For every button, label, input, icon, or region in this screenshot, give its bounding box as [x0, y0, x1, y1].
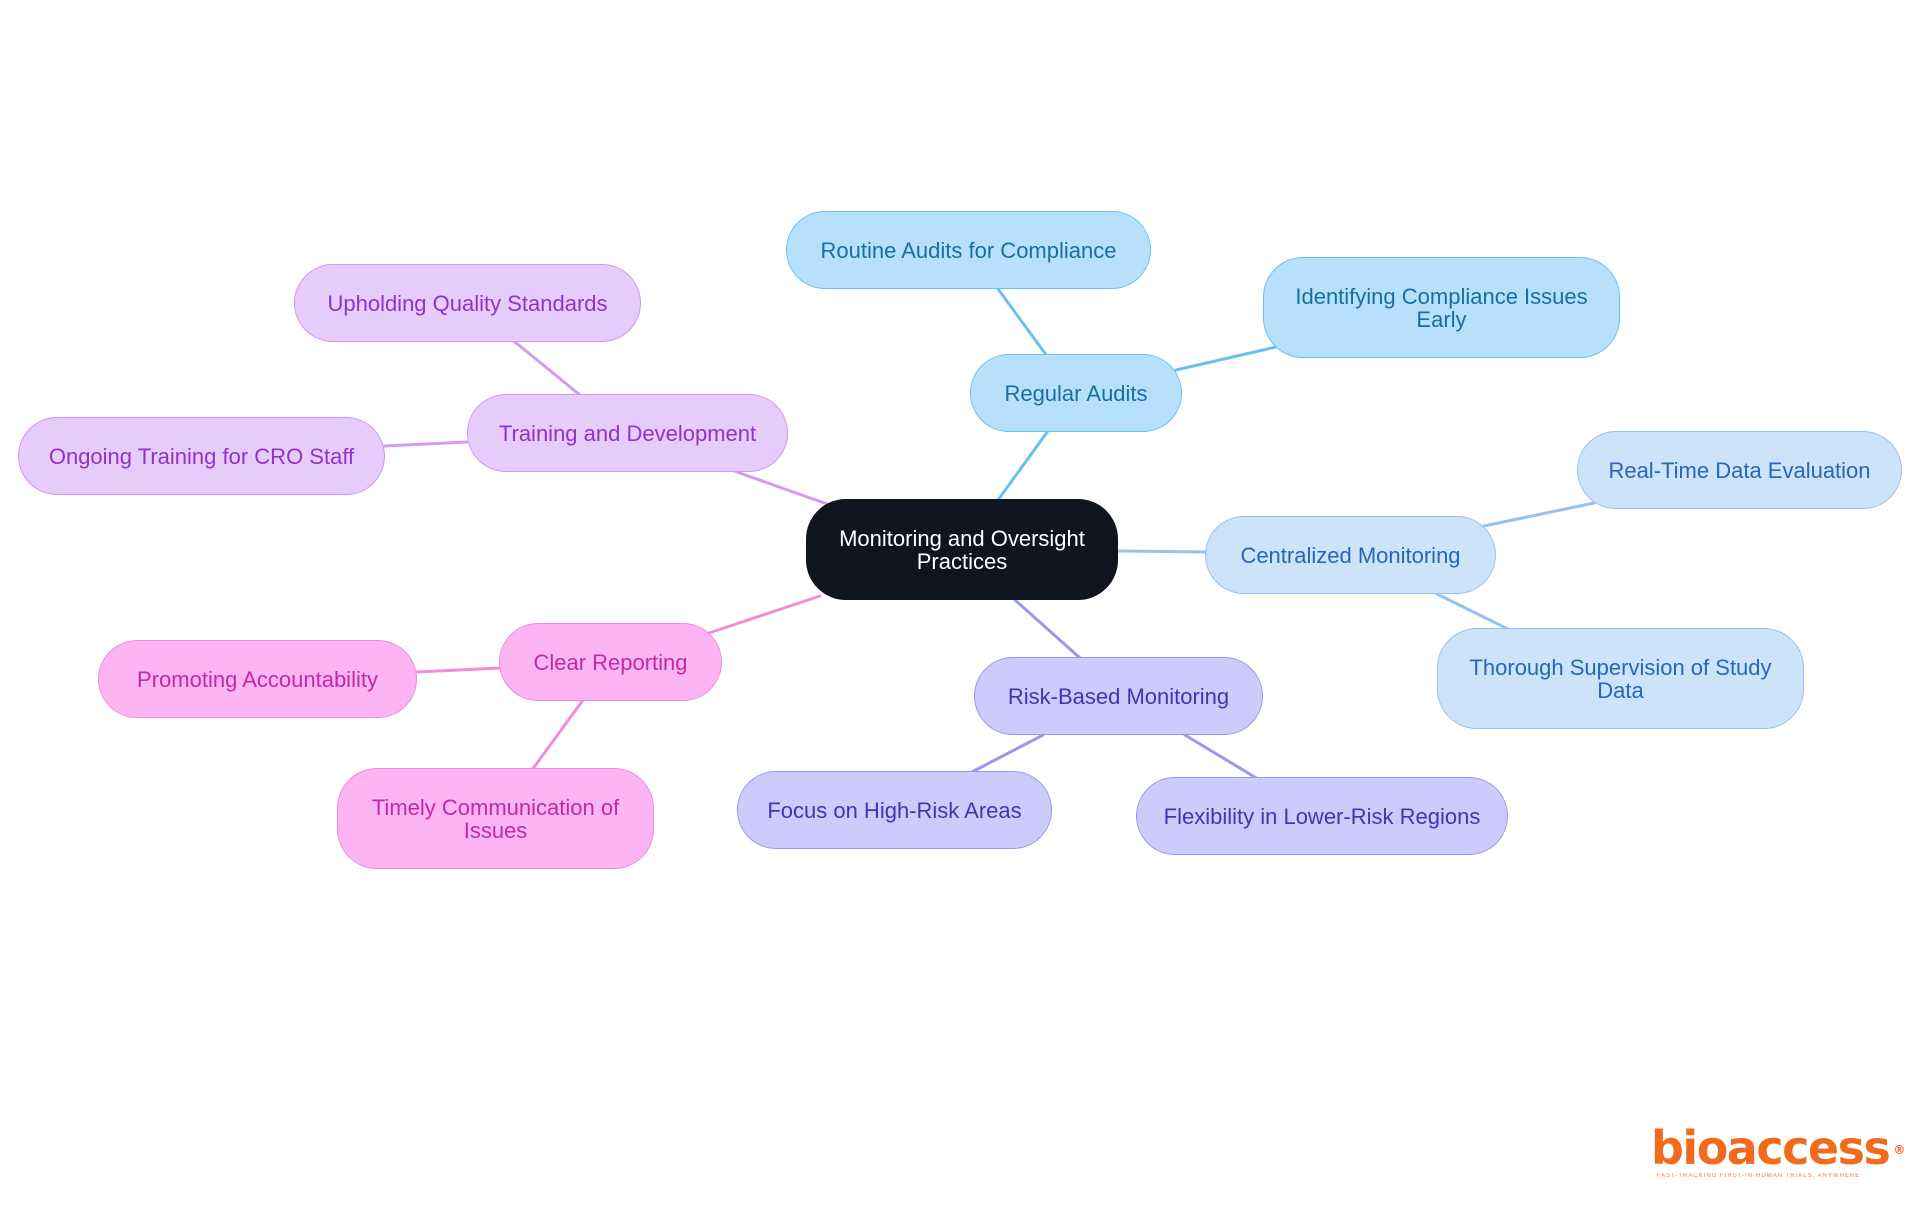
edge-routine-audits: [996, 287, 1049, 358]
node-routine-audits: Routine Audits for Compliance: [786, 211, 1151, 289]
edge-regular-audits: [996, 429, 1050, 502]
node-label-line: Timely Communication of: [371, 794, 620, 820]
node-label-line: Real-Time Data Evaluation: [1608, 457, 1871, 483]
edge-risk-based-monitoring: [1013, 598, 1082, 660]
node-label: Flexibility in Lower-Risk Regions: [1164, 805, 1481, 828]
logo-tagline: FAST-TRACKING FIRST-IN-HUMAN TRIALS, ANY…: [1656, 1173, 1861, 1179]
node-label: Ongoing Training for CRO Staff: [49, 445, 354, 468]
node-flexibility-lower-risk: Flexibility in Lower-Risk Regions: [1136, 777, 1508, 855]
node-label-line: Monitoring and Oversight: [839, 525, 1085, 551]
node-upholding-quality: Upholding Quality Standards: [294, 264, 641, 342]
edge-flexibility-lower-risk: [1183, 733, 1260, 781]
node-regular-audits: Regular Audits: [970, 354, 1182, 432]
registered-mark: ®: [1893, 1143, 1906, 1157]
node-label-line: Practices: [916, 548, 1008, 574]
edge-real-time-data: [1482, 501, 1596, 528]
node-label-line: Regular Audits: [1004, 380, 1148, 406]
node-training-development: Training and Development: [467, 394, 788, 472]
edge-centralized-monitoring: [1116, 549, 1208, 554]
node-label: Routine Audits for Compliance: [821, 239, 1117, 262]
node-label: Regular Audits: [1004, 382, 1147, 405]
node-label: Upholding Quality Standards: [327, 292, 607, 315]
node-label: Real-Time Data Evaluation: [1608, 459, 1870, 482]
edge-training-development: [732, 469, 832, 507]
node-ongoing-training: Ongoing Training for CRO Staff: [18, 417, 385, 495]
node-label-line: Risk-Based Monitoring: [1007, 683, 1230, 709]
node-label: Risk-Based Monitoring: [1008, 685, 1229, 708]
node-label-line: Identifying Compliance Issues: [1295, 283, 1588, 309]
edge-clear-reporting: [707, 594, 822, 635]
node-centralized-monitoring: Centralized Monitoring: [1205, 516, 1496, 594]
node-label-line: Flexibility in Lower-Risk Regions: [1163, 803, 1481, 829]
node-real-time-data: Real-Time Data Evaluation: [1577, 431, 1902, 509]
edge-ongoing-training: [382, 440, 469, 448]
edge-upholding-quality: [513, 340, 582, 397]
node-label-line: Focus on High-Risk Areas: [767, 797, 1022, 823]
node-label: Clear Reporting: [533, 651, 687, 674]
node-label: Promoting Accountability: [137, 668, 378, 691]
node-risk-based-monitoring: Risk-Based Monitoring: [974, 657, 1263, 735]
edge-thorough-supervision: [1435, 592, 1512, 632]
node-label-line: Ongoing Training for CRO Staff: [48, 443, 355, 469]
node-label-line: Data: [1597, 677, 1644, 703]
node-focus-high-risk: Focus on High-Risk Areas: [737, 771, 1052, 849]
logo-wordmark: bioaccess®: [1651, 1121, 1906, 1175]
node-label-line: Centralized Monitoring: [1240, 542, 1461, 568]
node-label-line: Clear Reporting: [533, 649, 688, 675]
node-clear-reporting: Clear Reporting: [499, 623, 722, 701]
edge-focus-high-risk: [968, 733, 1045, 775]
node-label: Training and Development: [499, 422, 756, 445]
node-label-line: Routine Audits for Compliance: [820, 237, 1117, 263]
edge-timely-communication: [530, 698, 585, 772]
node-label-line: Issues: [463, 817, 528, 843]
node-promoting-accountability: Promoting Accountability: [98, 640, 417, 718]
node-label-line: Upholding Quality Standards: [327, 290, 608, 316]
node-label-line: Training and Development: [498, 420, 757, 446]
node-label-line: Thorough Supervision of Study: [1469, 654, 1772, 680]
node-label-line: Early: [1416, 306, 1467, 332]
bioaccess-logo: bioaccess® FAST-TRACKING FIRST-IN-HUMAN …: [1651, 1124, 1905, 1179]
node-label: Focus on High-Risk Areas: [767, 799, 1021, 822]
edge-promoting-accountability: [414, 666, 502, 674]
node-label-line: Promoting Accountability: [137, 666, 378, 692]
node-label: Centralized Monitoring: [1240, 544, 1460, 567]
edge-identifying-issues: [1174, 345, 1278, 372]
